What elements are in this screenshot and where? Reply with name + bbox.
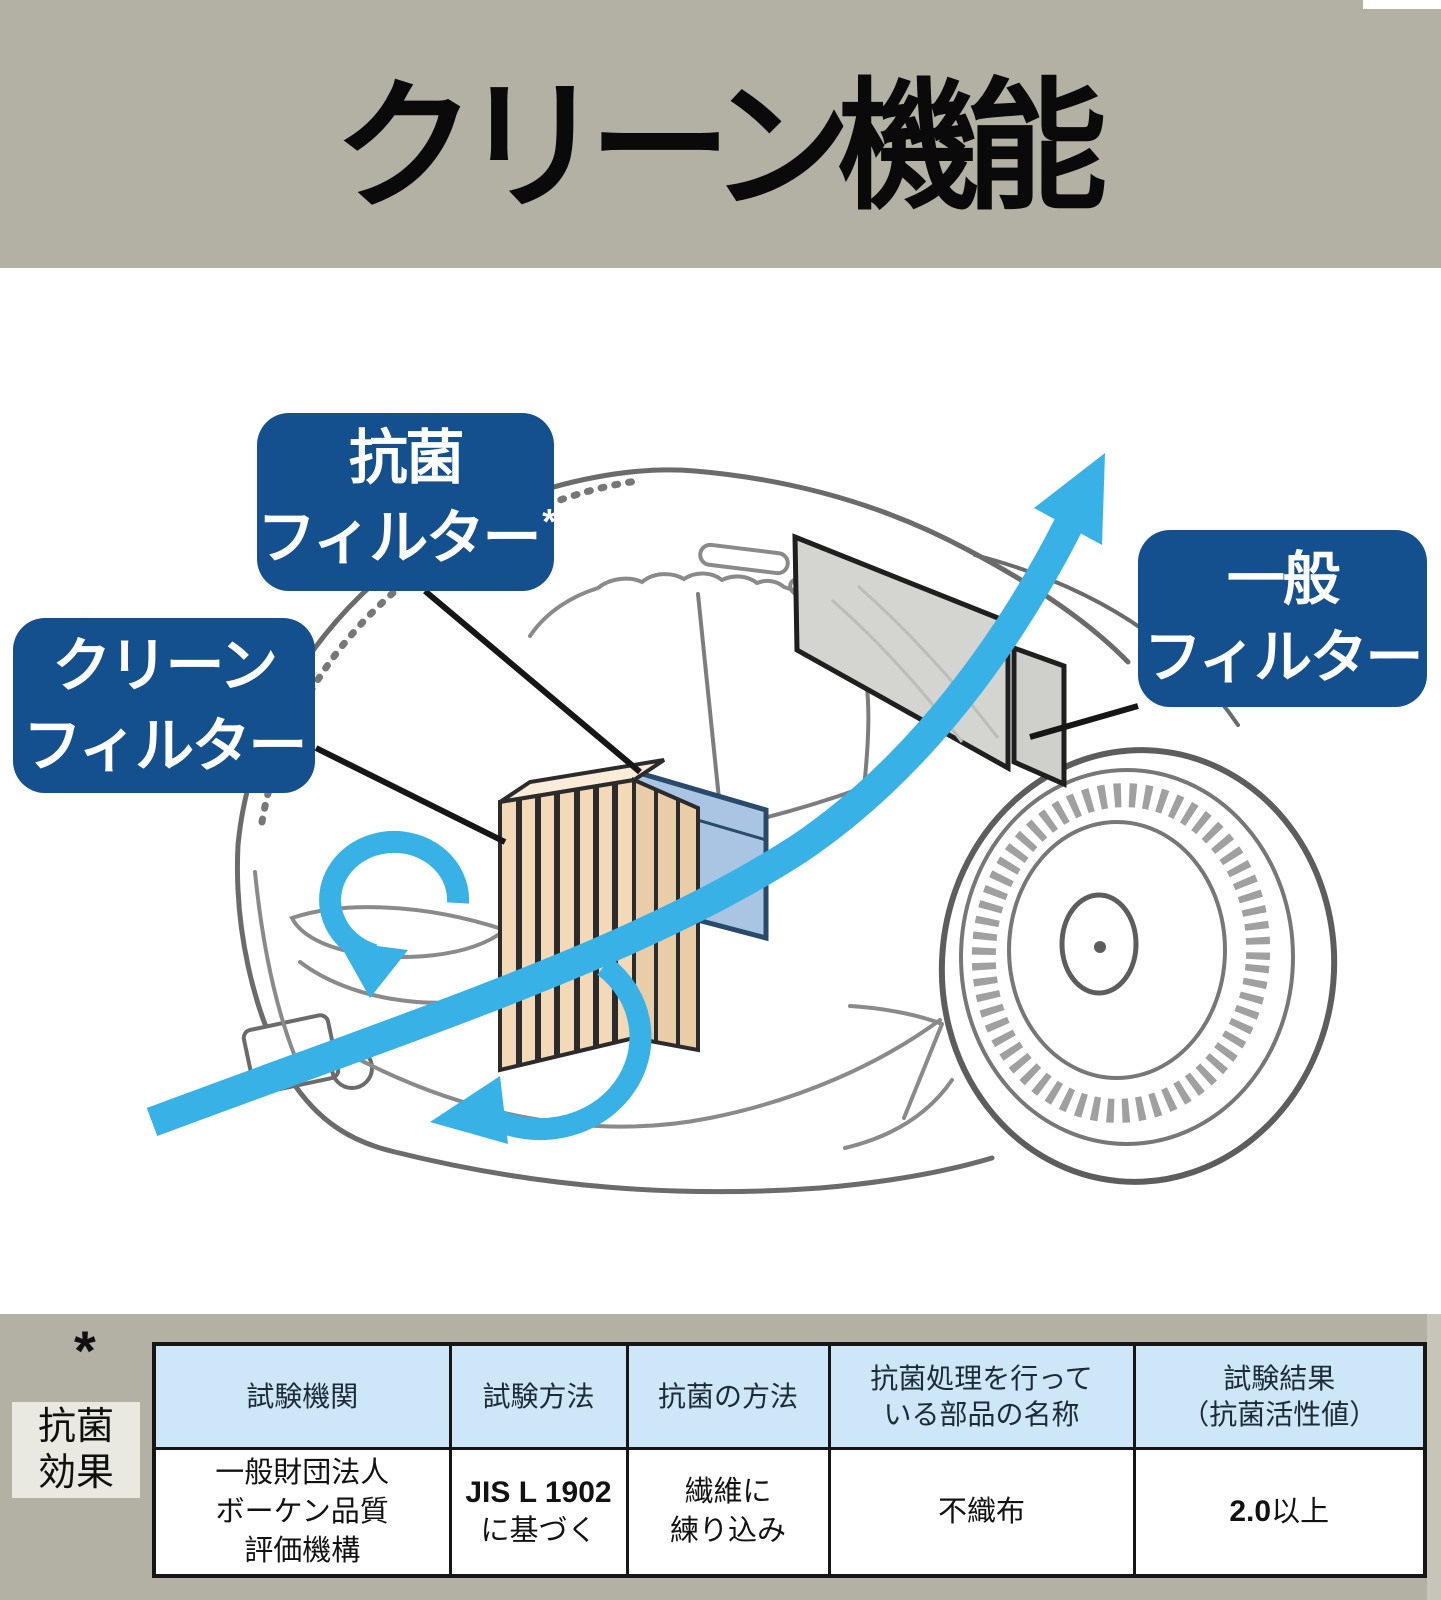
col-header-test-agency: 試験機関 <box>152 1342 452 1450</box>
antibacterial-test-table: 試験機関 試験方法 抗菌の方法 抗菌処理を行って いる部品の名称 試験結果 （抗 <box>152 1342 1427 1578</box>
vacuum-illustration <box>146 453 1338 1195</box>
swirl-arrow-icons <box>319 830 652 1144</box>
footnote-mark: * <box>74 1319 96 1382</box>
col-header-antibacterial-method: 抗菌の方法 <box>625 1342 831 1450</box>
cell-test-agency: 一般財団法人 ボーケン品質 評価機構 <box>152 1447 452 1578</box>
footnote-asterisk: * <box>542 501 556 542</box>
corner-notch <box>1363 0 1441 9</box>
footnote-label: 抗菌 効果 <box>12 1402 140 1498</box>
table-header-row: 試験機関 試験方法 抗菌の方法 抗菌処理を行って いる部品の名称 試験結果 （抗 <box>152 1342 1427 1450</box>
clean-filter-block <box>498 758 700 1073</box>
label-line: フィルター <box>1143 624 1424 690</box>
cell-test-method: JIS L 1902 に基づく <box>448 1447 629 1578</box>
label-line: フィルター* <box>257 501 556 571</box>
edge-strip <box>1427 1314 1441 1600</box>
airflow-arrow-icon <box>146 453 1105 1137</box>
footnote-section: * 抗菌 効果 試験機関 試験方法 抗菌の方法 <box>0 1314 1441 1600</box>
col-header-treated-part: 抗菌処理を行って いる部品の名称 <box>827 1342 1136 1450</box>
vacuum-rear-wheel <box>938 747 1338 1185</box>
cell-treated-part: 不織布 <box>827 1447 1136 1578</box>
cell-test-result: 2.0以上 <box>1132 1447 1427 1578</box>
label-line: 抗菌 <box>348 425 465 491</box>
col-header-test-result: 試験結果 （抗菌活性値） <box>1132 1342 1427 1450</box>
page-title: クリーン機能 <box>333 68 1108 227</box>
label-line: クリーン <box>52 632 278 699</box>
label-antibacterial-filter: 抗菌 フィルター* <box>257 413 556 591</box>
antibacterial-callout-line <box>423 588 642 775</box>
header-banner: クリーン機能 <box>0 0 1441 268</box>
label-line: 一般 <box>1226 546 1341 612</box>
col-header-test-method: 試験方法 <box>448 1342 629 1450</box>
label-clean-filter: クリーン フィルター <box>13 618 315 793</box>
label-general-filter: 一般 フィルター <box>1138 530 1427 707</box>
general-callout-line <box>1029 703 1139 740</box>
vacuum-diagram: 抗菌 フィルター* クリーン フィルター 一般 フィルター <box>0 268 1441 1314</box>
cell-antibacterial-method: 繊維に 練り込み <box>625 1447 831 1578</box>
clean-callout-line <box>314 745 507 845</box>
table-data-row: 一般財団法人 ボーケン品質 評価機構 JIS L 1902 に基づく 繊維に 練… <box>152 1447 1427 1578</box>
callout-lines <box>314 588 1139 845</box>
label-line: フィルター <box>22 712 307 779</box>
